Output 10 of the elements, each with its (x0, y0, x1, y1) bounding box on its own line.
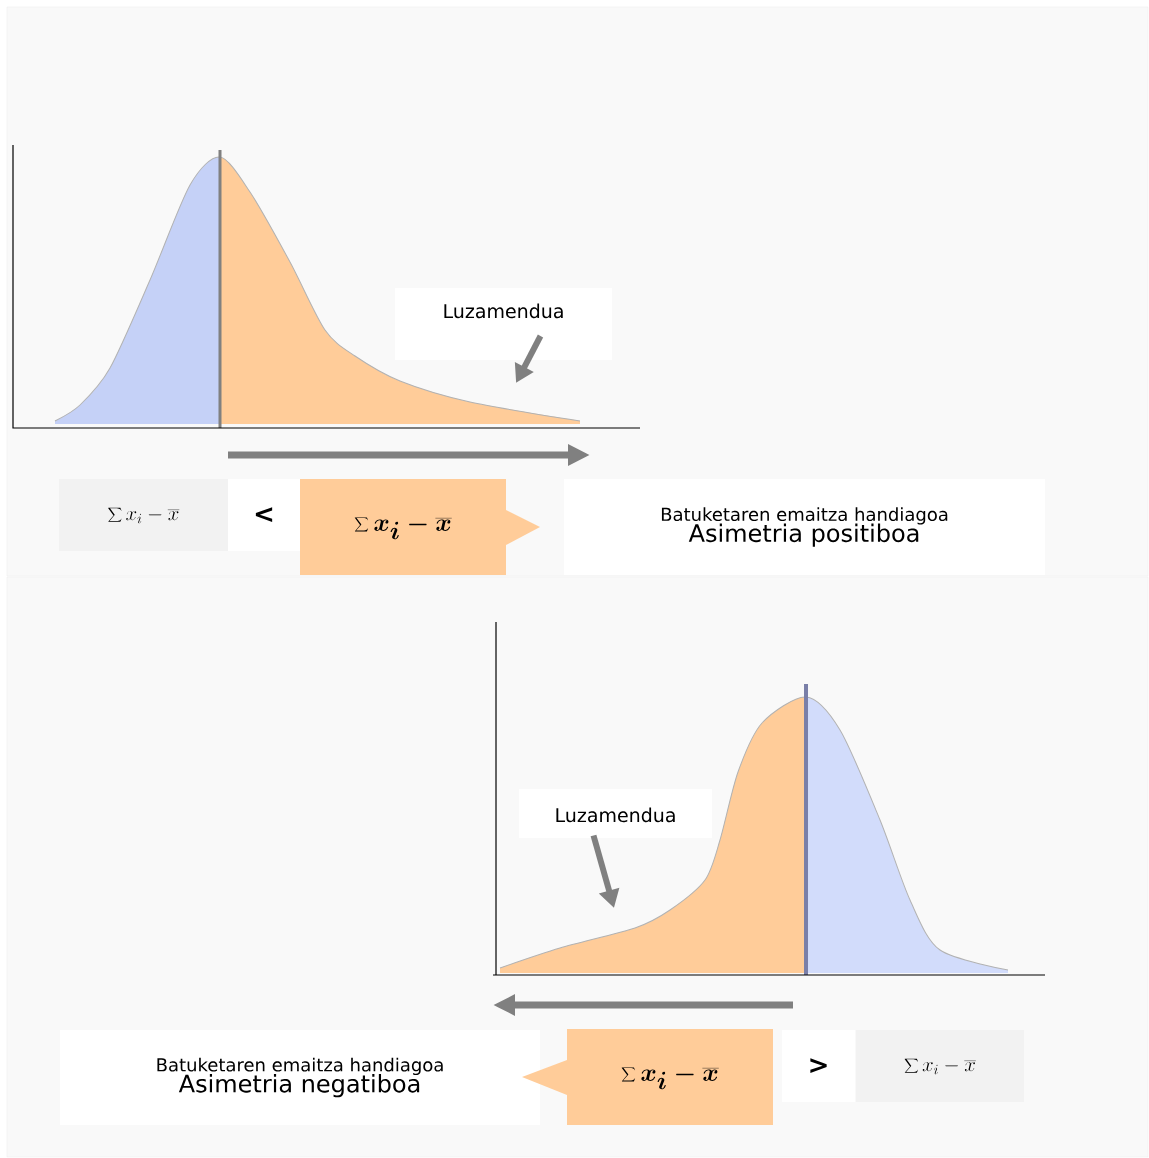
label-box: Luzamendua (395, 288, 612, 360)
formula-box: $\sum x_{i} - \overline{x}$ (856, 1030, 1024, 1102)
text-box: Batuketaren emaitza handiagoa Asimetria positiboa (564, 479, 1045, 575)
callout-box: $\sum x_{i} - \overline{x}$ (300, 479, 540, 575)
label-box: Luzamendua (519, 789, 712, 838)
text-box: Batuketaren emaitza handiagoa Asimetria negatiboa (60, 1030, 540, 1125)
comparison-sign: > (782, 1030, 855, 1102)
callout-box: $\sum x_{i} - \overline{x}$ (522, 1029, 773, 1125)
formula-box: $\sum x_{i} - \overline{x}$ (59, 479, 228, 551)
comparison-sign: < (228, 479, 300, 551)
